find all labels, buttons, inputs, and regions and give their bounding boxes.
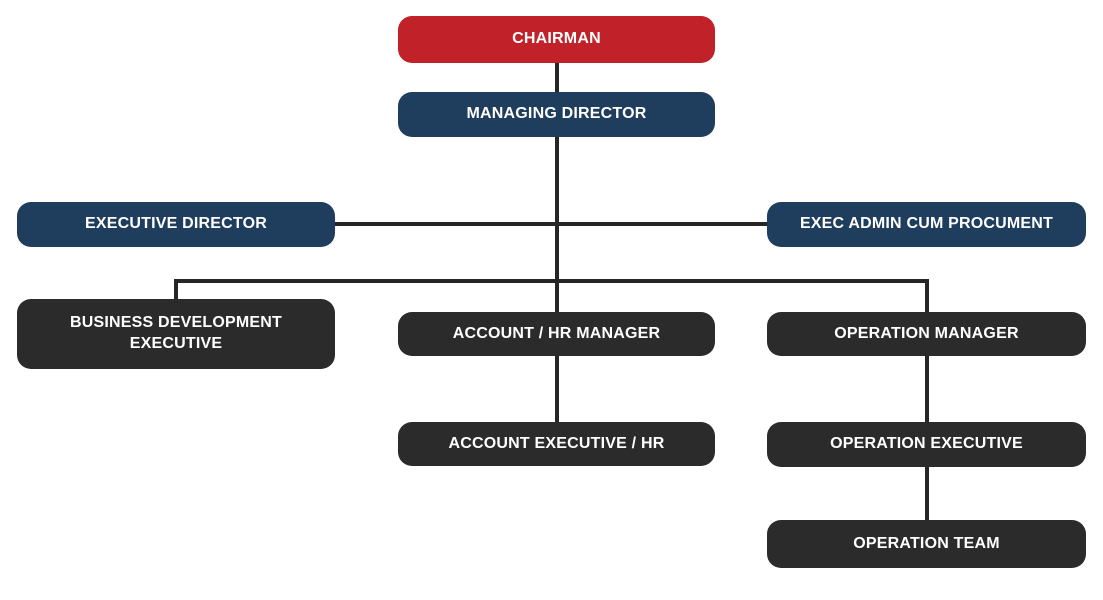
connector-operation-manager-executive	[925, 356, 929, 422]
node-exec-admin-cum-procument: EXEC ADMIN CUM PROCUMENT	[767, 202, 1086, 247]
node-chairman: CHAIRMAN	[398, 16, 715, 63]
connector-drop-business-development	[174, 279, 178, 304]
node-business-development-executive-label: BUSINESS DEVELOPMENT EXECUTIVE	[69, 314, 283, 352]
connector-directors-horizontal	[335, 222, 767, 226]
connector-operation-executive-team	[925, 467, 929, 520]
connector-drop-operation-manager	[925, 279, 929, 314]
node-operation-executive: OPERATION EXECUTIVE	[767, 422, 1086, 467]
node-operation-team: OPERATION TEAM	[767, 520, 1086, 568]
node-executive-director: EXECUTIVE DIRECTOR	[17, 202, 335, 247]
node-managing-director: MANAGING DIRECTOR	[398, 92, 715, 137]
node-managing-director-label: MANAGING DIRECTOR	[466, 105, 647, 123]
connector-managers-horizontal	[174, 279, 929, 283]
node-account-hr-manager-label: ACCOUNT / HR MANAGER	[452, 324, 661, 342]
node-operation-team-label: OPERATION TEAM	[853, 534, 1000, 552]
node-account-executive-hr: ACCOUNT EXECUTIVE / HR	[398, 422, 715, 466]
node-account-executive-hr-label: ACCOUNT EXECUTIVE / HR	[448, 434, 665, 452]
node-exec-admin-cum-procument-label: EXEC ADMIN CUM PROCUMENT	[799, 215, 1054, 233]
connector-chairman-managing-director	[555, 63, 559, 92]
connector-account-manager-executive	[555, 356, 559, 422]
node-business-development-executive: BUSINESS DEVELOPMENT EXECUTIVE	[17, 299, 335, 369]
node-operation-manager: OPERATION MANAGER	[767, 312, 1086, 356]
node-account-hr-manager: ACCOUNT / HR MANAGER	[398, 312, 715, 356]
node-chairman-label: CHAIRMAN	[512, 30, 601, 48]
node-operation-manager-label: OPERATION MANAGER	[834, 324, 1019, 342]
node-operation-executive-label: OPERATION EXECUTIVE	[830, 435, 1023, 453]
node-executive-director-label: EXECUTIVE DIRECTOR	[85, 215, 267, 233]
